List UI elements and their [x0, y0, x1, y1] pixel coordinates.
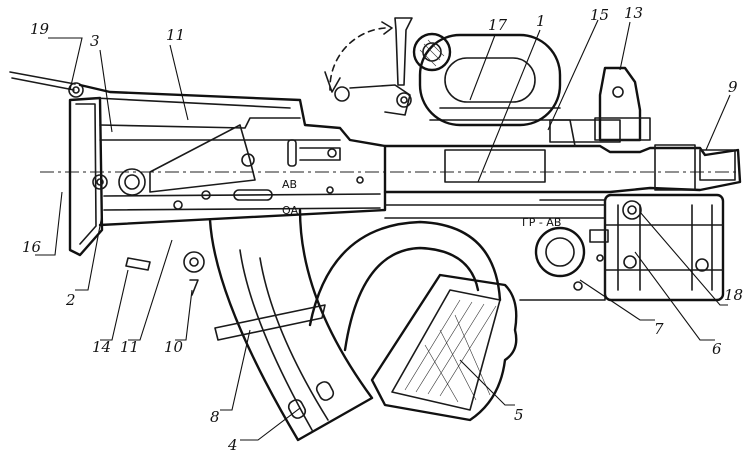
- front-sight: [594, 66, 651, 142]
- magazine: [208, 208, 374, 442]
- barrel-assembly: [383, 107, 742, 219]
- callout-3: 3: [90, 32, 100, 50]
- grenade-launcher: [519, 193, 725, 302]
- pistol-grip: [370, 273, 518, 422]
- callout-18: 18: [724, 286, 743, 304]
- butt-plate: [68, 96, 108, 257]
- callout-10: 10: [164, 338, 184, 356]
- callout-14: 14: [92, 338, 111, 356]
- callout-4: 4: [227, 436, 238, 454]
- small-parts: [96, 178, 205, 296]
- callout-5: 5: [514, 406, 524, 424]
- leader-lines: [35, 19, 731, 441]
- carry-handle: [412, 32, 562, 127]
- callout-15: 15: [590, 6, 609, 24]
- callout-1: 1: [536, 12, 546, 30]
- selector-auto-mark: АВ: [282, 178, 297, 191]
- callout-7: 7: [654, 320, 664, 338]
- trigger-guard: [308, 220, 502, 352]
- callout-16: 16: [22, 238, 42, 256]
- callout-17: 17: [488, 16, 508, 34]
- callout-11-top: 11: [166, 26, 185, 44]
- callout-6: 6: [712, 340, 722, 358]
- callout-8: 8: [210, 408, 220, 426]
- callout-9: 9: [728, 78, 738, 96]
- callout-13: 13: [624, 4, 643, 22]
- rear-sight: [324, 17, 413, 116]
- grenade-selector-mark: ГР - АВ: [522, 216, 561, 229]
- callout-2: 2: [65, 291, 76, 309]
- selector-drum: [534, 226, 609, 291]
- selector-semi-mark: ОА: [282, 204, 299, 217]
- bolt-carrier: [118, 124, 364, 210]
- receiver-cover: [78, 83, 387, 227]
- callout-11-bottom: 11: [120, 338, 139, 356]
- callout-19: 19: [30, 20, 50, 38]
- sling-wire: [9, 71, 84, 98]
